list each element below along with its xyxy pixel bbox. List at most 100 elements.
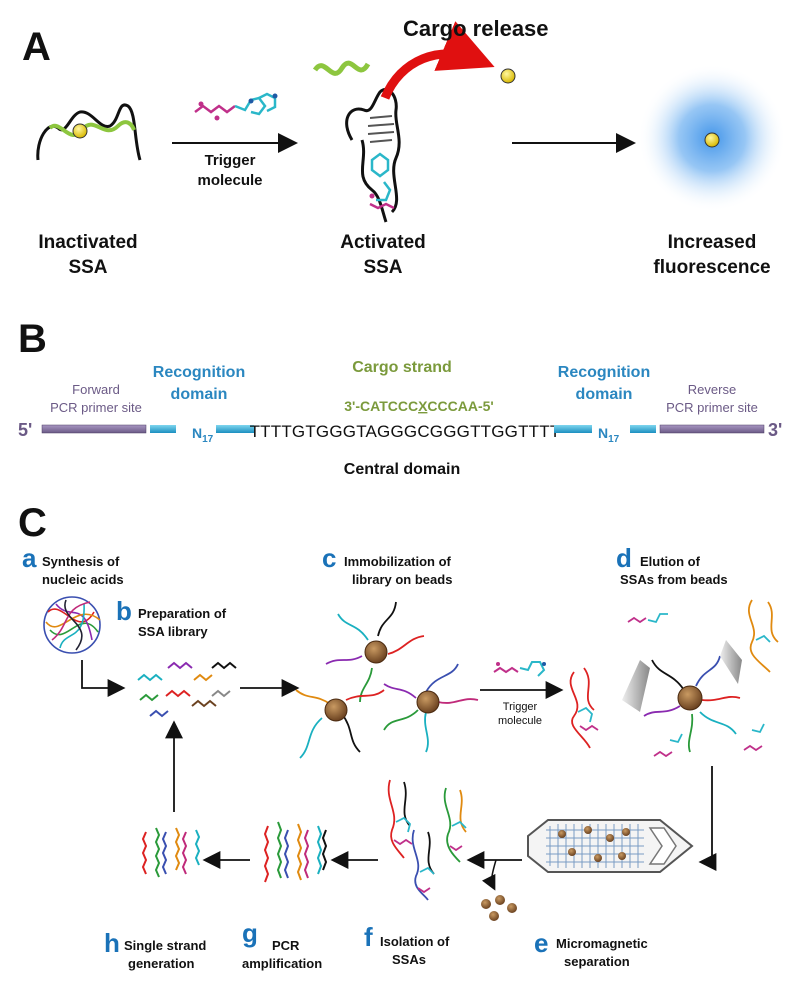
- magnetic-bead: [568, 848, 576, 856]
- recognition-right-line1: Recognition: [558, 364, 650, 381]
- trigger-c-line1: Trigger: [503, 701, 538, 713]
- step-h-line1: Single strand: [124, 938, 206, 953]
- nucleic-acid-tangle: [43, 596, 101, 654]
- reverse-primer-bar: [659, 424, 765, 434]
- reverse-primer-label-line2: PCR primer site: [666, 400, 758, 415]
- magnetic-bead: [364, 640, 388, 664]
- step-d-letter: d: [616, 543, 632, 573]
- arrow-d-to-e: [698, 766, 717, 871]
- step-c-line1: Immobilization of: [344, 554, 452, 569]
- three-prime-label: 3': [768, 420, 782, 440]
- trigger-label-line2: molecule: [197, 172, 262, 189]
- pcr-amplification-graphic: [263, 821, 328, 883]
- recognition-right-bar-1: [554, 425, 592, 433]
- step-f-letter: f: [364, 922, 373, 952]
- magnetic-bead: [594, 854, 602, 862]
- library-on-beads-graphic: [295, 601, 479, 759]
- n17-right-label: N17: [598, 425, 620, 445]
- recognition-left-bar-2: [216, 425, 254, 433]
- single-strand-graphic: [141, 827, 201, 878]
- elution-arrow-left: [622, 660, 650, 712]
- forward-primer-label-line1: Forward: [72, 382, 120, 397]
- step-a-letter: a: [22, 543, 37, 573]
- step-a-line1: Synthesis of: [42, 554, 120, 569]
- ssa-library-graphic: [137, 661, 237, 718]
- forward-primer-bar: [41, 424, 147, 434]
- inactivated-label-line2: SSA: [68, 257, 107, 278]
- n17-left-sub: 17: [202, 434, 214, 445]
- increased-label-line1: Increased: [668, 232, 757, 253]
- central-domain-label: Central domain: [344, 461, 460, 478]
- step-e-line1: Micromagnetic: [556, 936, 648, 951]
- step-c-letter: c: [322, 543, 336, 573]
- fluorescent-cargo-bead: [704, 132, 720, 148]
- magnetic-bead: [558, 830, 566, 838]
- inactivated-ssa-graphic: [36, 103, 142, 161]
- cargo-sequence-right: CCCAA-5': [427, 398, 493, 414]
- released-cargo-strand: [312, 60, 371, 76]
- step-g-line1: PCR: [272, 938, 300, 953]
- magnetic-bead: [324, 698, 348, 722]
- n17-left-label: N17: [192, 425, 214, 445]
- recognition-right-line2: domain: [576, 386, 633, 403]
- panel-a-letter: A: [22, 25, 51, 69]
- magnetic-bead: [622, 828, 630, 836]
- n17-left-base: N: [192, 425, 202, 441]
- trigger-molecule-icon: [194, 92, 278, 121]
- step-g-line2: amplification: [242, 956, 322, 971]
- step-g-letter: g: [242, 918, 258, 948]
- cargo-strand-sequence: 3'-CATCCCXCCCAA-5': [344, 398, 494, 414]
- trigger-c-line2: molecule: [498, 715, 542, 727]
- activated-ssa-graphic: [345, 87, 401, 223]
- cargo-bead: [72, 123, 88, 139]
- step-d-line2: SSAs from beads: [620, 572, 728, 587]
- recognition-left-bar-1: [150, 425, 176, 433]
- step-h-letter: h: [104, 928, 120, 958]
- step-b-line1: Preparation of: [138, 606, 227, 621]
- step-e-letter: e: [534, 928, 548, 958]
- trigger-molecule-icon-c: [493, 661, 546, 677]
- forward-primer-label-line2: PCR primer site: [50, 400, 142, 415]
- cargo-release-label: Cargo release: [403, 16, 549, 41]
- step-d-line1: Elution of: [640, 554, 701, 569]
- activated-label-line1: Activated: [340, 232, 426, 253]
- elution-arrow-right: [720, 640, 742, 684]
- magnetic-bead: [416, 690, 440, 714]
- panel-b-letter: B: [18, 317, 47, 361]
- elution-graphic: [569, 599, 779, 758]
- isolated-ssas-graphic: [387, 779, 467, 901]
- five-prime-label: 5': [18, 420, 32, 440]
- cargo-strand-label: Cargo strand: [352, 359, 452, 376]
- inactivated-label-line1: Inactivated: [38, 232, 137, 253]
- step-b-letter: b: [116, 596, 132, 626]
- panel-c-letter: C: [18, 501, 47, 545]
- cargo-sequence-left: 3'-CATCCC: [344, 398, 418, 414]
- recognition-left-line2: domain: [171, 386, 228, 403]
- recognition-left-line1: Recognition: [153, 364, 245, 381]
- separated-beads: [481, 895, 517, 921]
- arrow-a-to-b: [81, 660, 126, 697]
- step-a-line2: nucleic acids: [42, 572, 124, 587]
- central-sequence: TTTTGTGGGTAGGGCGGGTTGGTTTT: [250, 422, 561, 441]
- magnetic-bead: [618, 852, 626, 860]
- step-f-line1: Isolation of: [380, 934, 450, 949]
- step-b-line2: SSA library: [138, 624, 208, 639]
- reverse-primer-label-line1: Reverse: [688, 382, 736, 397]
- released-cargo-bead: [500, 68, 516, 84]
- magnetic-bead: [606, 834, 614, 842]
- step-c-line2: library on beads: [352, 572, 452, 587]
- arrow-to-beads: [481, 859, 497, 891]
- step-f-line2: SSAs: [392, 952, 426, 967]
- trigger-label-line1: Trigger: [205, 152, 256, 169]
- increased-label-line2: fluorescence: [653, 257, 770, 278]
- n17-right-sub: 17: [608, 434, 620, 445]
- recognition-right-bar-2: [630, 425, 656, 433]
- magnetic-bead: [584, 826, 592, 834]
- cargo-release-arrow: [380, 21, 495, 100]
- micromagnetic-chip: [527, 819, 694, 873]
- step-e-line2: separation: [564, 954, 630, 969]
- step-h-line2: generation: [128, 956, 195, 971]
- activated-label-line2: SSA: [363, 257, 402, 278]
- magnetic-bead: [677, 685, 703, 711]
